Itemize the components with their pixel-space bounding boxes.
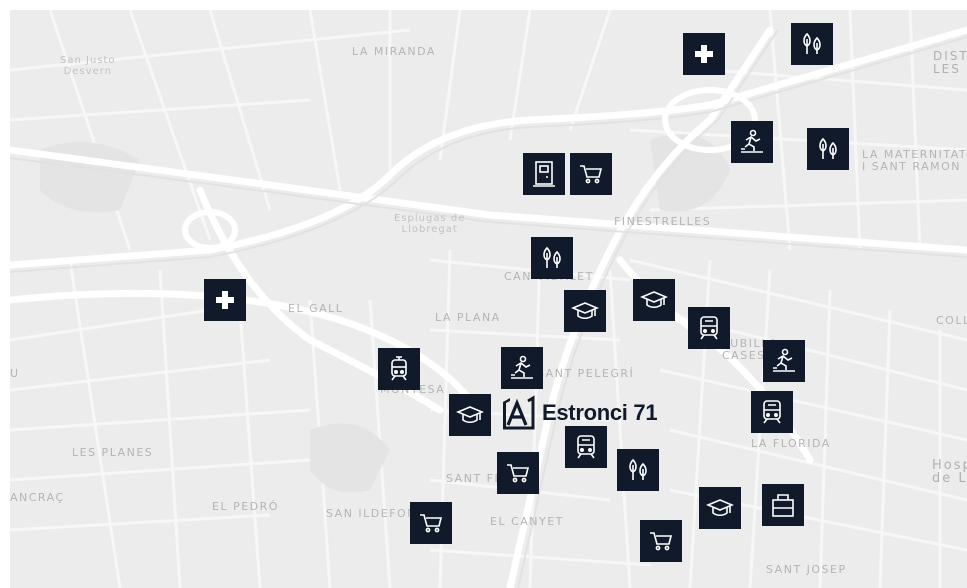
label-la-florida: LA FLORIDA (751, 437, 831, 450)
graduation-cap-icon (706, 499, 734, 517)
graduation-cap-icon (456, 406, 484, 424)
label-esplugas: Esplugas de Llobregat (394, 213, 466, 235)
hospital-cross-icon (695, 45, 713, 63)
poi-train[interactable] (688, 307, 730, 349)
shopping-cart-icon (507, 464, 530, 483)
poi-school[interactable] (699, 487, 741, 529)
poi-sports[interactable] (763, 340, 805, 382)
poi-park[interactable] (791, 23, 833, 65)
poi-train[interactable] (751, 391, 793, 433)
graduation-cap-icon (571, 302, 599, 320)
poi-train[interactable] (565, 426, 607, 468)
poi-school[interactable] (564, 290, 606, 332)
poi-park[interactable] (617, 449, 659, 491)
label-la-miranda: LA MIRANDA (352, 45, 436, 58)
poi-tram[interactable] (378, 348, 420, 390)
label-ancrac: ANCRAÇ (10, 491, 65, 504)
poi-shop[interactable] (640, 520, 682, 562)
map-canvas[interactable]: LA MIRANDA San Justo Desvern EL GALL LA … (10, 10, 967, 588)
label-sant-pelegri: SANT PELEGRÍ (537, 367, 635, 380)
poi-park[interactable] (807, 128, 849, 170)
label-sant-josep: SANT JOSEP (766, 563, 847, 576)
label-el-gall: EL GALL (288, 302, 344, 315)
map-base-layer (10, 10, 967, 588)
train-icon (700, 316, 718, 340)
label-districte: DISTR LES (933, 49, 967, 76)
poi-school[interactable] (449, 394, 491, 436)
train-icon (763, 400, 781, 424)
brand-logo-icon (503, 395, 535, 430)
label-el-pedro: EL PEDRÓ (212, 500, 279, 513)
shopping-cart-icon (580, 165, 603, 184)
label-hospitalet: Hosp de L (932, 458, 967, 486)
sports-runner-icon (741, 129, 763, 153)
poi-sports[interactable] (731, 121, 773, 163)
poi-park[interactable] (531, 237, 573, 279)
shopping-bag-icon (772, 494, 794, 517)
graduation-cap-icon (640, 291, 668, 309)
label-finestrelles: FINESTRELLES (614, 215, 712, 228)
poi-hospital[interactable] (683, 33, 725, 75)
label-san-justo: San Justo Desvern (60, 55, 116, 77)
tram-icon (391, 356, 407, 381)
label-u-edge: U (10, 367, 20, 380)
label-les-planes: LES PLANES (72, 446, 154, 459)
property-marker[interactable]: Estronci 71 (500, 395, 658, 431)
sports-runner-icon (511, 355, 533, 379)
label-la-maternitat: LA MATERNITAT I SANT RAMON (862, 148, 967, 173)
trees-icon (543, 246, 561, 268)
label-la-plana: LA PLANA (435, 311, 501, 324)
poi-shop[interactable] (497, 452, 539, 494)
poi-hospital[interactable] (204, 279, 246, 321)
trees-icon (629, 458, 647, 480)
label-el-canyet: EL CANYET (490, 515, 564, 528)
sports-runner-icon (773, 348, 795, 372)
poi-metro[interactable] (523, 153, 565, 195)
property-name: Estronci 71 (542, 400, 658, 425)
trees-icon (819, 137, 837, 159)
label-pubilla-cases: PUBILLA CASES (722, 337, 779, 362)
train-icon (577, 435, 595, 459)
label-san-ildefons: SAN ILDEFONS (326, 507, 426, 520)
poi-sports[interactable] (501, 347, 543, 389)
shopping-cart-icon (420, 514, 443, 533)
poi-shop[interactable] (410, 502, 452, 544)
hospital-cross-icon (216, 291, 234, 309)
poi-shopping-bag[interactable] (762, 484, 804, 526)
poi-school[interactable] (633, 279, 675, 321)
poi-shop[interactable] (570, 153, 612, 195)
metro-door-icon (533, 161, 555, 187)
label-collblanc: COLLB (936, 314, 967, 327)
trees-icon (803, 32, 821, 54)
shopping-cart-icon (650, 532, 673, 551)
